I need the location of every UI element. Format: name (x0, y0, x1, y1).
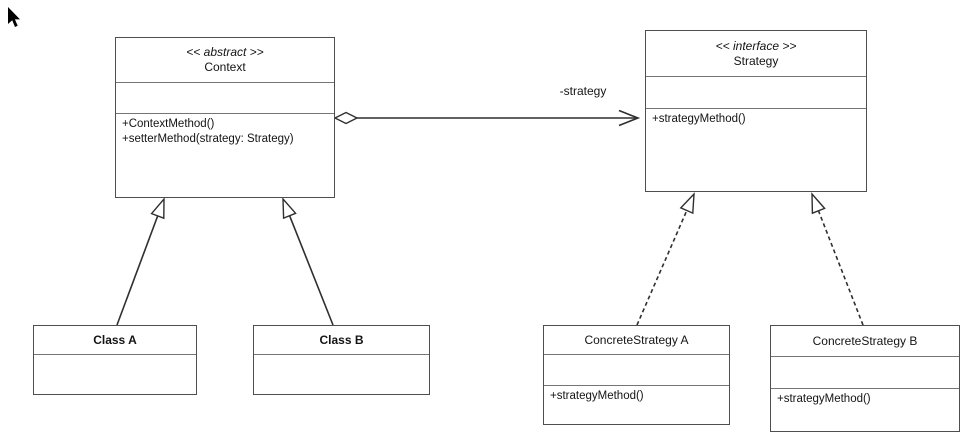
class-a-body (34, 354, 196, 394)
generalization-arrowhead-class-a (150, 197, 165, 220)
concrete-a-methods: +strategyMethod() (544, 385, 729, 424)
concrete-b-name: ConcreteStrategy B (812, 333, 918, 348)
class-box-class-b: Class B (253, 325, 430, 395)
open-arrowhead-icon (618, 109, 641, 127)
class-a-name: Class A (93, 332, 137, 347)
association-role-label: -strategy (559, 84, 607, 98)
strategy-stereotype: << interface >> (715, 38, 797, 53)
class-b-header: Class B (254, 326, 429, 354)
class-box-concrete-strategy-a: ConcreteStrategy A +strategyMethod() (543, 325, 730, 425)
context-method: +setterMethod(strategy: Strategy) (122, 132, 294, 145)
class-box-concrete-strategy-b: ConcreteStrategy B +strategyMethod() (770, 325, 960, 432)
strategy-methods: +strategyMethod() (646, 108, 866, 191)
context-method: +ContextMethod() (122, 118, 215, 130)
mouse-cursor-icon (8, 7, 20, 27)
class-box-class-a: Class A (33, 325, 197, 395)
context-attributes (116, 82, 334, 113)
realization-arrowhead-concrete-a (679, 192, 695, 215)
realization-line-concrete-a (636, 210, 688, 326)
class-box-strategy: << interface >> Strategy +strategyMethod… (645, 30, 867, 192)
context-header: << abstract >> Context (116, 38, 334, 82)
strategy-header: << interface >> Strategy (646, 31, 866, 76)
concrete-a-method: +strategyMethod() (550, 390, 644, 402)
strategy-attributes (646, 76, 866, 108)
concrete-b-attributes (771, 356, 959, 388)
generalization-line-class-a (116, 215, 159, 326)
class-b-body (254, 354, 429, 394)
strategy-method: +strategyMethod() (652, 113, 746, 125)
context-methods: +ContextMethod() +setterMethod(strategy:… (116, 113, 334, 197)
concrete-a-attributes (544, 354, 729, 385)
context-name: Context (204, 60, 246, 74)
aggregation-diamond-icon (333, 111, 359, 125)
strategy-name: Strategy (733, 53, 779, 68)
class-a-header: Class A (34, 326, 196, 354)
context-stereotype: << abstract >> (186, 45, 264, 59)
realization-line-concrete-b (817, 210, 864, 326)
generalization-line-class-b (288, 215, 334, 326)
class-box-context: << abstract >> Context +ContextMethod() … (115, 37, 335, 198)
concrete-a-header: ConcreteStrategy A (544, 326, 729, 354)
class-b-name: Class B (319, 332, 364, 347)
realization-arrowhead-concrete-b (811, 192, 826, 215)
concrete-a-name: ConcreteStrategy A (584, 332, 689, 347)
concrete-b-methods: +strategyMethod() (771, 388, 959, 431)
concrete-b-header: ConcreteStrategy B (771, 326, 959, 356)
generalization-arrowhead-class-b (282, 197, 297, 220)
concrete-b-method: +strategyMethod() (777, 393, 871, 405)
